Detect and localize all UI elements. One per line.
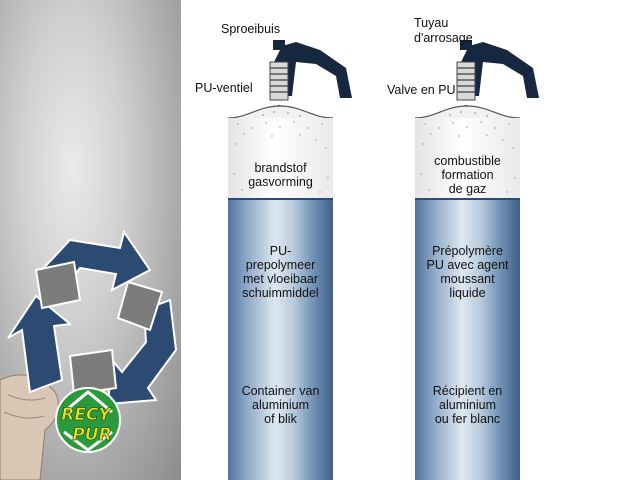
grey-chip-left [36, 262, 80, 308]
logo-line2: PUR [72, 425, 111, 445]
french-liquid-zone [415, 200, 520, 480]
dutch-liquid-zone [228, 200, 333, 480]
dutch-nozzle-label: Sproeibuis [221, 22, 280, 37]
recycling-photo-panel: RECY PUR [0, 0, 181, 480]
dutch-nozzle-tube [273, 40, 285, 50]
logo-line1: RECY [61, 405, 112, 425]
aerosol-can-diagram: Sproeibuis PU-ventiel [181, 0, 640, 480]
french-valve-label: Valve en PU [387, 83, 456, 98]
dutch-valve-label: PU-ventiel [195, 81, 253, 96]
